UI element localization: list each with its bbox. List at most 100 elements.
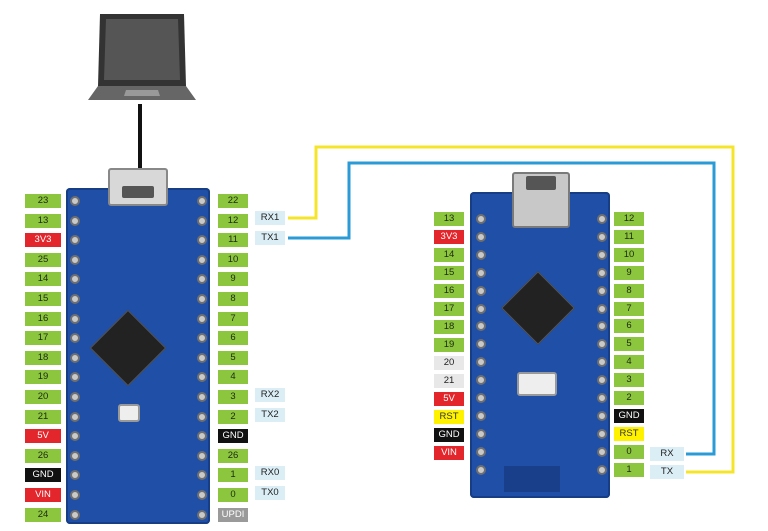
- header-pin: [70, 372, 80, 383]
- header-pin: [70, 450, 80, 461]
- serial-label: TX: [650, 465, 684, 479]
- pin-label: 20: [25, 390, 61, 404]
- pin-label: 3V3: [25, 233, 61, 248]
- pin-label: 5V: [434, 392, 464, 406]
- serial-label: TX0: [255, 486, 285, 500]
- pin-label: UPDI: [218, 507, 248, 522]
- pin-label: 13: [434, 212, 464, 226]
- pin-label: 7: [614, 301, 644, 316]
- pin-label: 24: [25, 507, 61, 522]
- header-pin: [197, 313, 207, 324]
- pin-label: 16: [25, 311, 61, 326]
- pin-label: 23: [25, 194, 61, 208]
- header-pin: [197, 372, 207, 383]
- header-pin: [597, 393, 607, 403]
- pin-label: 26: [25, 448, 61, 463]
- pin-label: 18: [25, 350, 61, 365]
- pin-label: 12: [218, 213, 248, 228]
- pin-label: 5V: [25, 429, 61, 444]
- pin-label: 21: [25, 409, 61, 424]
- header-pin: [197, 431, 207, 442]
- header-pin: [597, 339, 607, 350]
- pin-label: GND: [218, 429, 248, 444]
- pin-label: 4: [614, 355, 644, 370]
- serial-label: RX2: [255, 388, 285, 402]
- pin-label: 11: [614, 229, 644, 244]
- pin-label: 8: [218, 292, 248, 306]
- pin-label: GND: [25, 468, 61, 483]
- header-pin: [197, 490, 207, 500]
- laptop-icon: [86, 10, 198, 106]
- usb-connector: [108, 168, 168, 206]
- pin-label: GND: [434, 428, 464, 442]
- pin-label: 5: [614, 337, 644, 352]
- header-pin: [476, 285, 486, 296]
- header-pin: [70, 431, 80, 442]
- pin-label: 3: [218, 390, 248, 404]
- reset-button: [118, 404, 140, 422]
- header-pin: [70, 470, 80, 481]
- pin-label: 26: [218, 448, 248, 463]
- pin-label: RST: [434, 410, 464, 424]
- header-pin: [197, 196, 207, 206]
- header-pin: [476, 339, 486, 350]
- pin-label: VIN: [434, 446, 464, 460]
- header-pin: [597, 357, 607, 368]
- header-pin: [197, 470, 207, 481]
- pin-label: 20: [434, 356, 464, 370]
- header-pin: [597, 303, 607, 314]
- pin-label: 8: [614, 283, 644, 298]
- header-pin: [476, 267, 486, 278]
- pin-label: 18: [434, 320, 464, 334]
- header-pin: [476, 249, 486, 260]
- serial-label: RX0: [255, 466, 285, 480]
- header-pin: [597, 249, 607, 260]
- header-pin: [476, 303, 486, 314]
- pin-label: VIN: [25, 488, 61, 502]
- header-pin: [70, 274, 80, 285]
- pin-label: 21: [434, 374, 464, 388]
- header-pin: [70, 411, 80, 422]
- header-pin: [597, 321, 607, 332]
- pin-label: 15: [25, 292, 61, 306]
- header-pin: [197, 235, 207, 246]
- header-pin: [70, 333, 80, 344]
- pin-label: 19: [25, 370, 61, 385]
- header-pin: [197, 215, 207, 226]
- serial-label: TX1: [255, 231, 285, 245]
- header-pin: [597, 375, 607, 386]
- pin-label: 22: [218, 194, 248, 208]
- serial-label: RX1: [255, 211, 285, 225]
- header-pin: [197, 352, 207, 363]
- pin-label: 17: [25, 331, 61, 346]
- header-pin: [70, 196, 80, 206]
- header-pin: [197, 392, 207, 402]
- pin-label: 2: [614, 391, 644, 405]
- header-pin: [476, 375, 486, 386]
- header-pin: [476, 428, 486, 439]
- pin-label: 4: [218, 370, 248, 385]
- header-pin: [197, 411, 207, 422]
- yellow-wire: [288, 145, 735, 474]
- pin-label: 14: [434, 248, 464, 262]
- header-pin: [597, 446, 607, 457]
- header-pin: [197, 274, 207, 285]
- header-pin: [197, 254, 207, 265]
- header-pin: [597, 231, 607, 242]
- header-pin: [197, 450, 207, 461]
- header-pin: [476, 214, 486, 224]
- blue-wire: [288, 161, 716, 456]
- usb-port: [122, 186, 154, 198]
- pin-label: 2: [218, 409, 248, 424]
- pin-label: 12: [614, 212, 644, 226]
- header-pin: [197, 294, 207, 304]
- pin-label: GND: [614, 408, 644, 423]
- pin-label: 1: [614, 462, 644, 477]
- pin-label: 6: [614, 319, 644, 334]
- pin-label: RST: [614, 426, 644, 441]
- reset-button: [517, 372, 557, 396]
- pin-label: 11: [218, 233, 248, 248]
- header-pin: [597, 214, 607, 224]
- pin-label: 9: [218, 272, 248, 287]
